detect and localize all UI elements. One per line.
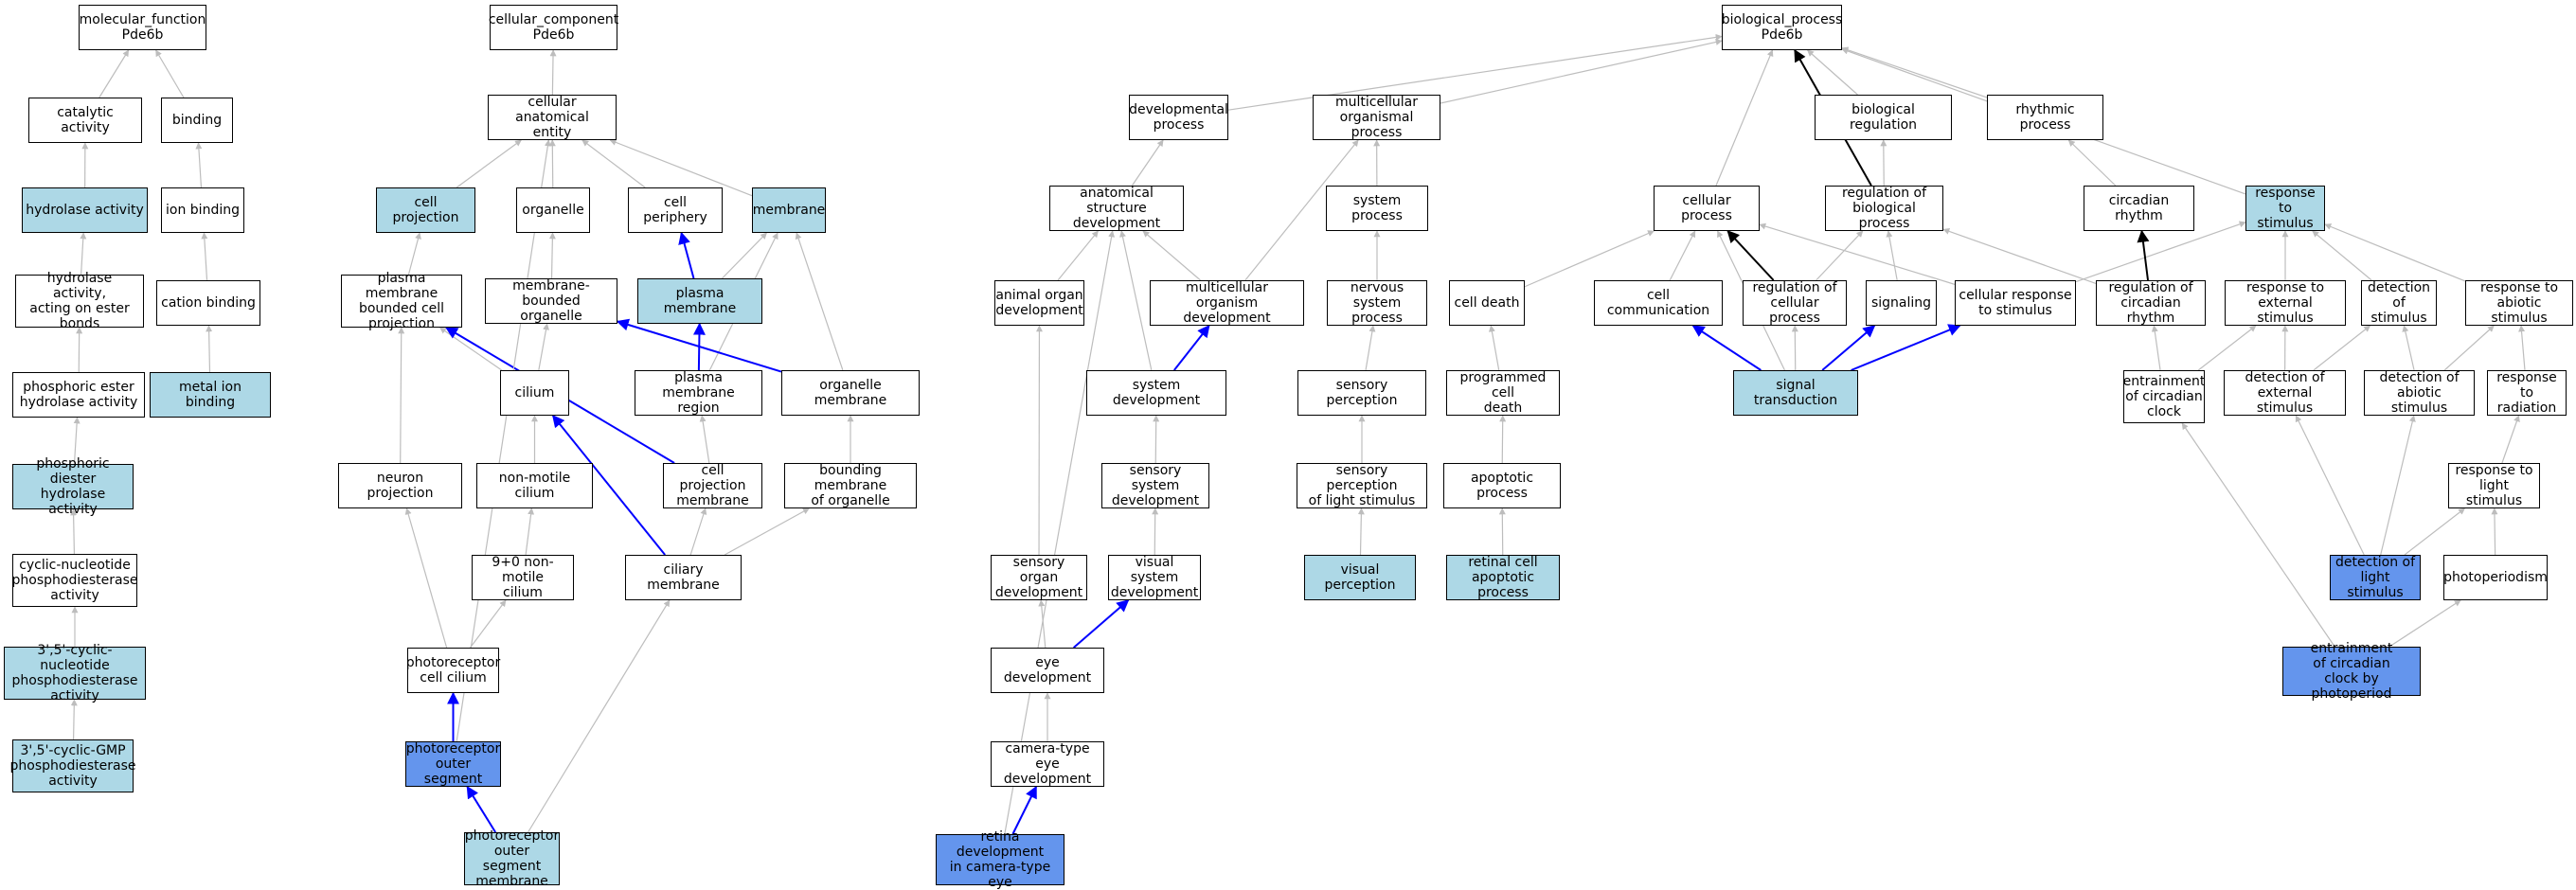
node-programmed-cell-death: programmed cell death bbox=[1446, 370, 1560, 416]
node-catalytic-activity: catalytic activity bbox=[28, 98, 142, 143]
node-photoperiodism: photoperiodism bbox=[2443, 555, 2548, 600]
node-anatomical-structure-development: anatomical structure development bbox=[1049, 186, 1184, 231]
node-plasma-membrane: plasma membrane bbox=[637, 278, 762, 324]
node-photoreceptor-cell-cilium: photoreceptor cell cilium bbox=[407, 648, 499, 693]
node-detection-of-stimulus: detection of stimulus bbox=[2361, 280, 2437, 326]
node-cilium: cilium bbox=[500, 370, 569, 416]
node-apoptotic-process: apoptotic process bbox=[1443, 463, 1561, 508]
node-response-to-light-stimulus: response to light stimulus bbox=[2448, 463, 2540, 508]
node-multicellular-organismal-process: multicellular organismal process bbox=[1313, 95, 1440, 140]
node-response-to-external-stimulus: response to external stimulus bbox=[2225, 280, 2346, 326]
node-ion-binding: ion binding bbox=[161, 187, 244, 233]
node-eye-development: eye development bbox=[991, 648, 1104, 693]
node-detection-of-abiotic-stimulus: detection of abiotic stimulus bbox=[2364, 370, 2475, 416]
node-neuron-projection: neuron projection bbox=[338, 463, 462, 508]
node-non-motile-cilium: non-motile cilium bbox=[476, 463, 593, 508]
node-signal-transduction: signal transduction bbox=[1733, 370, 1858, 416]
node-sensory-organ-development: sensory organ development bbox=[991, 555, 1087, 600]
node-system-development: system development bbox=[1086, 370, 1226, 416]
node-bounding-membrane-of-organelle: bounding membrane of organelle bbox=[784, 463, 917, 508]
node-biological-regulation: biological regulation bbox=[1815, 95, 1952, 140]
node-cell-projection-membrane: cell projection membrane bbox=[663, 463, 762, 508]
node-cell-communication: cell communication bbox=[1594, 280, 1723, 326]
node-membrane-bounded-organelle: membrane-bounded organelle bbox=[485, 278, 617, 324]
node-multicellular-organism-development: multicellular organism development bbox=[1150, 280, 1304, 326]
node-rhythmic-process: rhythmic process bbox=[1987, 95, 2103, 140]
node-visual-system-development: visual system development bbox=[1108, 555, 1201, 600]
node-cellular-response-to-stimulus: cellular response to stimulus bbox=[1955, 280, 2076, 326]
node-cellular-anatomical-entity: cellular anatomical entity bbox=[488, 95, 617, 140]
node-plasma-membrane-bounded-cell-projection: plasma membrane bounded cell projection bbox=[341, 275, 462, 328]
node-photoreceptor-outer-segment: photoreceptor outer segment bbox=[405, 741, 501, 787]
node-35-cyclic-gmp-pde: 3',5'-cyclic-GMP phosphodiesterase activ… bbox=[12, 739, 134, 792]
node-retinal-cell-apoptotic-process: retinal cell apoptotic process bbox=[1446, 555, 1560, 600]
node-35-cyclic-nucleotide-pde: 3',5'-cyclic-nucleotide phosphodiesteras… bbox=[4, 647, 146, 700]
node-cell-death: cell death bbox=[1449, 280, 1525, 326]
node-response-to-radiation: response to radiation bbox=[2487, 370, 2567, 416]
node-camera-type-eye-development: camera-type eye development bbox=[991, 741, 1104, 787]
node-sensory-perception: sensory perception bbox=[1297, 370, 1426, 416]
node-animal-organ-development: animal organ development bbox=[994, 280, 1084, 326]
node-phosphoric-ester-hydrolase: phosphoric ester hydrolase activity bbox=[12, 372, 145, 418]
node-retina-development-in-camera-type-eye: retina development in camera-type eye bbox=[936, 834, 1064, 885]
node-detection-of-light-stimulus: detection of light stimulus bbox=[2330, 555, 2421, 600]
node-detection-of-external-stimulus: detection of external stimulus bbox=[2224, 370, 2346, 416]
node-plasma-membrane-region: plasma membrane region bbox=[635, 370, 762, 416]
node-nervous-system-process: nervous system process bbox=[1327, 280, 1427, 326]
node-system-process: system process bbox=[1326, 186, 1428, 231]
node-entrainment-of-circadian-clock: entrainment of circadian clock bbox=[2123, 370, 2205, 423]
node-ciliary-membrane: ciliary membrane bbox=[625, 555, 742, 600]
node-phosphoric-diester-hydrolase: phosphoric diester hydrolase activity bbox=[12, 464, 134, 509]
node-circadian-rhythm: circadian rhythm bbox=[2084, 186, 2194, 231]
node-cellular-process: cellular process bbox=[1654, 186, 1760, 231]
node-sensory-perception-of-light-stimulus: sensory perception of light stimulus bbox=[1297, 463, 1427, 508]
node-regulation-of-biological-process: regulation of biological process bbox=[1825, 186, 1943, 231]
node-hydrolase-activity: hydrolase activity bbox=[22, 187, 148, 233]
node-biological-process-root: biological_process Pde6b bbox=[1722, 5, 1842, 50]
node-cell-periphery: cell periphery bbox=[628, 187, 723, 233]
node-cyclic-nucleotide-pde: cyclic-nucleotide phosphodiesterase acti… bbox=[12, 554, 137, 607]
node-organelle: organelle bbox=[516, 187, 590, 233]
node-cell-projection: cell projection bbox=[376, 187, 475, 233]
node-developmental-process: developmental process bbox=[1129, 95, 1228, 140]
node-cation-binding: cation binding bbox=[156, 280, 260, 326]
node-metal-ion-binding: metal ion binding bbox=[150, 372, 271, 418]
node-photoreceptor-outer-segment-membrane: photoreceptor outer segment membrane bbox=[464, 832, 560, 885]
node-signaling: signaling bbox=[1866, 280, 1937, 326]
node-cellular-component-root: cellular_component Pde6b bbox=[490, 5, 617, 50]
node-membrane: membrane bbox=[752, 187, 826, 233]
node-entrainment-of-circadian-clock-by-photoperiod: entrainment of circadian clock by photop… bbox=[2282, 647, 2421, 696]
node-regulation-of-cellular-process: regulation of cellular process bbox=[1743, 280, 1847, 326]
node-molecular-function-root: molecular_function Pde6b bbox=[79, 5, 206, 50]
node-regulation-of-circadian-rhythm: regulation of circadian rhythm bbox=[2096, 280, 2206, 326]
node-response-to-stimulus: response to stimulus bbox=[2245, 186, 2325, 231]
node-binding: binding bbox=[161, 98, 233, 143]
node-organelle-membrane: organelle membrane bbox=[781, 370, 920, 416]
node-hydrolase-activity-ester: hydrolase activity, acting on ester bond… bbox=[15, 275, 144, 328]
node-sensory-system-development: sensory system development bbox=[1101, 463, 1209, 508]
node-response-to-abiotic-stimulus: response to abiotic stimulus bbox=[2465, 280, 2573, 326]
node-9-0-non-motile-cilium: 9+0 non-motile cilium bbox=[472, 555, 574, 600]
node-visual-perception: visual perception bbox=[1304, 555, 1416, 600]
